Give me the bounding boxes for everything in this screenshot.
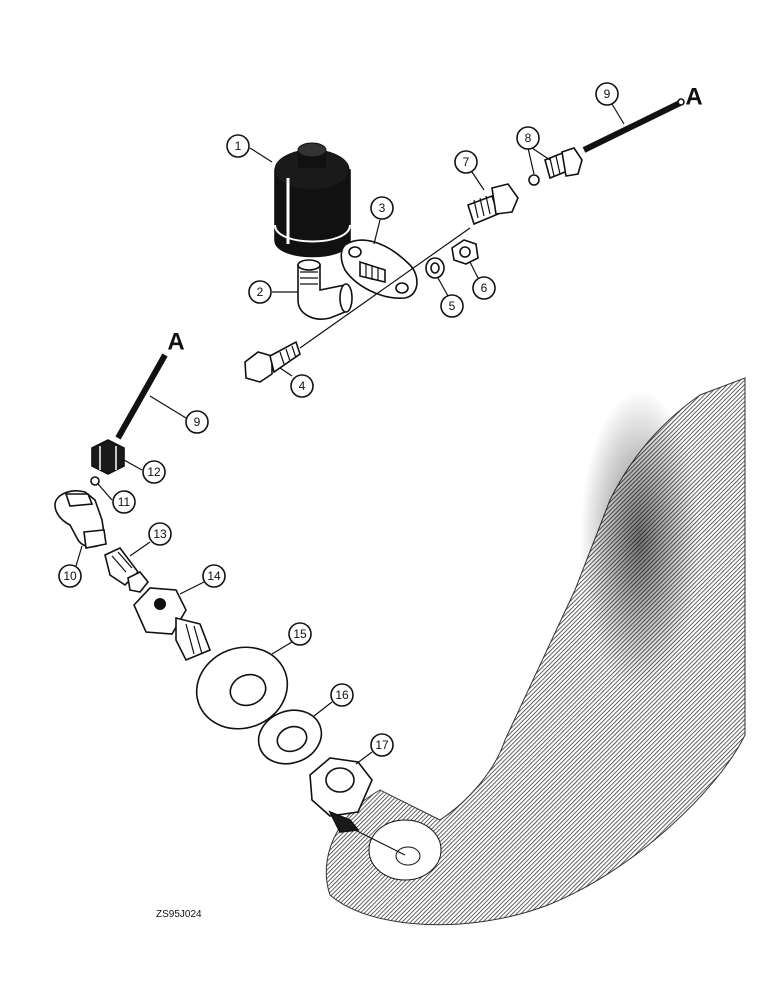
reference-letter-a-left: A: [167, 329, 184, 356]
part-tube-nut: [91, 439, 125, 475]
callout-14: 14: [179, 564, 226, 595]
svg-text:17: 17: [375, 738, 389, 752]
svg-text:9: 9: [604, 87, 611, 101]
callout-12: 12: [123, 459, 166, 484]
callout-2: 2: [248, 280, 298, 304]
callout-13: 13: [129, 522, 172, 557]
callout-16: 16: [313, 683, 354, 717]
svg-text:13: 13: [153, 527, 167, 541]
callout-9-top: 9: [595, 82, 625, 125]
part-sleeve-nut: [528, 147, 583, 186]
callout-4: 4: [279, 367, 314, 398]
callout-10: 10: [58, 545, 83, 588]
figure-code: ZS95J024: [156, 909, 202, 920]
callout-11: 11: [97, 483, 136, 514]
svg-text:2: 2: [257, 285, 264, 299]
svg-text:7: 7: [463, 155, 470, 169]
callout-17: 17: [355, 733, 394, 765]
part-elbow-fitting: [54, 490, 107, 549]
svg-text:6: 6: [481, 281, 488, 295]
callout-8: 8: [516, 126, 551, 175]
svg-text:16: 16: [335, 688, 349, 702]
part-bolt: [244, 227, 471, 383]
part-cap: [274, 142, 351, 258]
svg-text:15: 15: [293, 627, 307, 641]
callout-9-left: 9: [149, 395, 209, 434]
svg-text:10: 10: [63, 569, 77, 583]
callout-6: 6: [469, 261, 496, 300]
callout-1: 1: [226, 134, 273, 163]
svg-text:5: 5: [449, 299, 456, 313]
part-washer-small: [425, 257, 445, 279]
part-connector: [467, 183, 519, 226]
part-nut: [451, 239, 479, 265]
part-elbow: [297, 259, 353, 320]
svg-text:9: 9: [194, 415, 201, 429]
part-tube-upper: [582, 98, 685, 153]
svg-text:12: 12: [147, 465, 161, 479]
callout-5: 5: [437, 277, 464, 318]
part-hex-bolt: [133, 587, 212, 662]
callout-3: 3: [370, 196, 394, 245]
callout-7: 7: [454, 150, 485, 191]
reference-letter-a-top: A: [685, 84, 702, 111]
callout-15: 15: [271, 622, 312, 655]
part-grease-fitting: [104, 547, 150, 593]
mounting-bracket: [325, 377, 746, 926]
svg-text:8: 8: [525, 131, 532, 145]
svg-text:1: 1: [235, 139, 242, 153]
part-flange: [340, 239, 418, 299]
part-tube-lower: [115, 353, 168, 440]
part-washer-medium: [257, 709, 323, 765]
svg-text:11: 11: [118, 495, 131, 509]
part-small-sleeve: [90, 476, 100, 486]
part-large-washer: [195, 646, 289, 730]
part-adapter: [309, 757, 406, 856]
svg-text:14: 14: [207, 569, 221, 583]
svg-text:3: 3: [379, 201, 386, 215]
svg-text:4: 4: [299, 379, 306, 393]
